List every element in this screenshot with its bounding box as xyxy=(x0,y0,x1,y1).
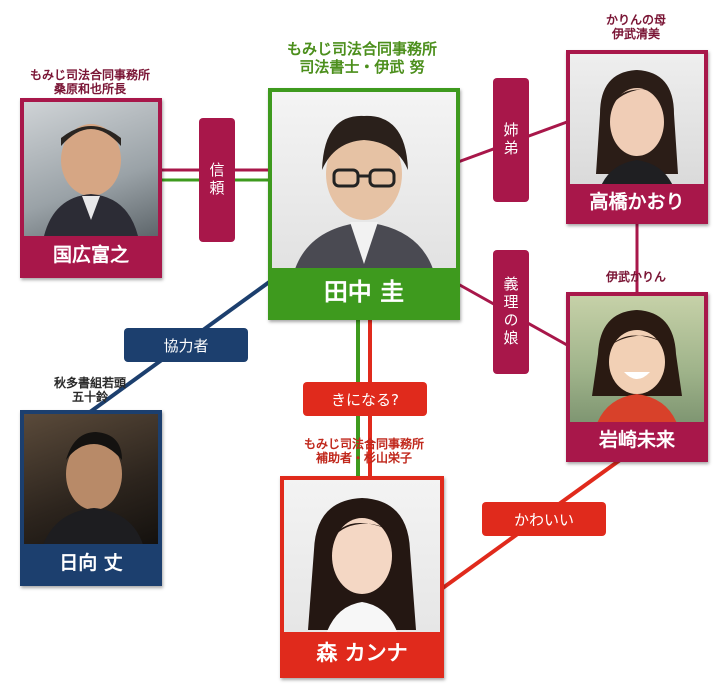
tanaka-caption: もみじ司法合同事務所 司法書士・伊武 努 xyxy=(286,40,437,76)
iwasaki-photo xyxy=(570,296,704,422)
relation-step-daughter-label: 義理の娘 xyxy=(493,250,529,374)
card-takahashi[interactable]: 高橋かおり xyxy=(566,50,708,224)
hinata-photo xyxy=(24,414,158,544)
takahashi-photo xyxy=(570,54,704,184)
hinata-caption: 秋多書組若頭 五十鈴 xyxy=(53,376,126,404)
kunihiro-photo xyxy=(24,102,158,236)
card-kunihiro[interactable]: 国広富之 xyxy=(20,98,162,278)
iwasaki-name-plate: 岩崎未来 xyxy=(570,422,704,458)
takahashi-name-plate: 高橋かおり xyxy=(570,184,704,220)
mori-photo xyxy=(284,480,440,632)
hinata-name-plate: 日向 丈 xyxy=(24,544,158,582)
relation-cute-label: かわいい xyxy=(482,502,606,536)
tanaka-name-plate: 田中 圭 xyxy=(272,268,456,316)
takahashi-caption: かりんの母 伊武清美 xyxy=(605,13,666,41)
tanaka-photo xyxy=(272,92,456,268)
relation-siblings-label: 姉弟 xyxy=(493,78,529,202)
iwasaki-caption: 伊武かりん xyxy=(605,270,666,284)
kunihiro-name-plate: 国広富之 xyxy=(24,236,158,274)
kunihiro-caption: もみじ司法合同事務所 桑原和也所長 xyxy=(29,68,150,96)
card-iwasaki[interactable]: 岩崎未来 xyxy=(566,292,708,462)
relation-cooperator-label: 協力者 xyxy=(124,328,248,362)
card-tanaka[interactable]: 田中 圭 xyxy=(268,88,460,320)
relation-curious-label: きになる? xyxy=(303,382,427,416)
card-mori[interactable]: 森 カンナ xyxy=(280,476,444,678)
card-hinata[interactable]: 日向 丈 xyxy=(20,410,162,586)
relation-trust-label: 信頼 xyxy=(199,118,235,242)
mori-name-plate: 森 カンナ xyxy=(284,632,440,674)
mori-caption: もみじ司法合同事務所 補助者・杉山栄子 xyxy=(303,437,424,465)
